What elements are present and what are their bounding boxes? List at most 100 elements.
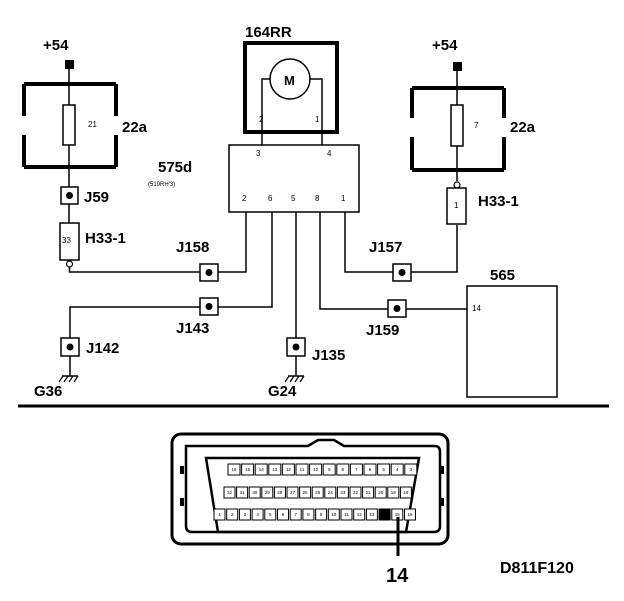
connector-pin-cell (273, 486, 286, 499)
splice-j157: J157 (369, 239, 412, 282)
ecu-pin-3: 3 (256, 149, 261, 158)
connector-pin-number: 27 (290, 490, 296, 495)
j159-label: J159 (366, 322, 399, 339)
connector-pin-cell (390, 463, 404, 476)
connector-pin-cell (236, 486, 249, 499)
connector-pin-number: 28 (277, 490, 283, 495)
connector-pin-cell (251, 508, 264, 521)
connector-pin-cell (378, 508, 391, 521)
j142-label: J142 (86, 340, 119, 357)
connector-pin-cell (264, 508, 277, 521)
connector-pin-number: 15 (395, 512, 401, 517)
connector-pin-number: 7 (355, 467, 358, 472)
module-565: 565 14 (466, 267, 558, 398)
connector-pin-number: 5 (382, 467, 385, 472)
module-565-label: 565 (490, 267, 515, 284)
connector-pin-cell (387, 486, 400, 499)
connector-pin-cell (238, 508, 251, 521)
connector-pin-number: 8 (307, 512, 310, 517)
connector-pin-number: 29 (265, 490, 271, 495)
connector-pin-cell (365, 508, 378, 521)
ecu-pin-bottom-1: 2 (242, 194, 247, 203)
connector-pin-cell (289, 508, 302, 521)
connector-pin-number: 6 (369, 467, 372, 472)
g24-label: G24 (268, 383, 297, 400)
connector-pin-number: 20 (378, 490, 384, 495)
splice-j159: J159 (366, 299, 407, 339)
connector-pin-number: 16 (407, 512, 413, 517)
connector-pin-cell (363, 463, 377, 476)
ecu-label: 575d (158, 159, 192, 176)
connector-pin-number: 9 (320, 512, 323, 517)
connector-pin-number: 14 (259, 467, 265, 472)
connector-pin-cell (336, 463, 350, 476)
connector-pin-number: 10 (313, 467, 319, 472)
connector-pin-number: 5 (269, 512, 272, 517)
connector-pin-cell (315, 508, 328, 521)
power-terminal-left (65, 60, 74, 69)
connector-pin-cell (377, 463, 391, 476)
connector-pin-number: 10 (331, 512, 337, 517)
connector-pin-number: 12 (286, 467, 292, 472)
connector-pin-number: 19 (391, 490, 397, 495)
connector-pin-cell (404, 508, 416, 521)
fuse-box-right: 7 22a (410, 86, 536, 172)
connector-pin-number: 4 (396, 467, 399, 472)
splice-j142: J142 (60, 337, 119, 357)
motor-pin-right: 1 (315, 115, 320, 124)
splice-j158: J158 (176, 239, 219, 282)
connector-pin-cell (374, 486, 387, 499)
connector-pin-cell (295, 463, 309, 476)
ecu-575d: 575d (519RH'3) 3 4 2 6 5 8 1 (148, 144, 360, 213)
connector-face (204, 456, 421, 534)
connector-pin-cell (254, 463, 268, 476)
motor-unit-label: 164RR (245, 24, 292, 41)
connector-pin-cell (286, 486, 299, 499)
connector-pin-cell (302, 508, 315, 521)
fuse-left-name: 22a (122, 119, 148, 136)
motor-unit-164rr: 164RR M 2 1 (243, 24, 339, 150)
connector-pin-number: 12 (357, 512, 363, 517)
ecu-pin-4: 4 (327, 149, 332, 158)
connector-pin-cell (281, 463, 295, 476)
connector-pin-cell (261, 486, 274, 499)
connector-pin-cell (336, 486, 349, 499)
connector-pin-number: 23 (340, 490, 346, 495)
connector-pin-cell (311, 486, 324, 499)
h33-right-pin: 1 (454, 201, 459, 210)
plus54-right-label: +54 (432, 37, 458, 54)
right-fuse-branch: +54 7 22a 1 H33-1 (410, 37, 536, 225)
connector-pin-number: 13 (272, 467, 278, 472)
j157-label: J157 (369, 239, 402, 256)
connector-pin-number: 7 (294, 512, 297, 517)
j59-label: J59 (84, 189, 109, 206)
connector-pin-cell (327, 508, 340, 521)
connector-pin-cell (268, 463, 282, 476)
connector-pin-cell (362, 486, 375, 499)
connector-pin-number: 15 (245, 467, 251, 472)
connector-pin-cell (340, 508, 353, 521)
connector-pin-number: 9 (328, 467, 331, 472)
diagram-code: D811F120 (500, 560, 574, 577)
plus54-left-label: +54 (43, 37, 69, 54)
fuse-element-right (450, 104, 464, 147)
fuse-box-left: 21 22a (22, 82, 148, 169)
connector-pin-number: 3 (410, 467, 413, 472)
ecu-pin-bottom-4: 8 (315, 194, 320, 203)
h33-right-label: H33-1 (478, 193, 519, 210)
connector-pin-cell (299, 486, 312, 499)
ecu-sublabel: (519RH'3) (148, 182, 175, 188)
connector-pin-number: 11 (344, 512, 349, 517)
connector-pin-number: 16 (231, 467, 237, 472)
fuse-element-left (62, 104, 76, 146)
ecu-wires (218, 212, 393, 338)
connector-pin-number: 13 (369, 512, 375, 517)
connector-pin-cell (227, 463, 241, 476)
ecu-pin-bottom-2: 6 (268, 194, 273, 203)
connector-pin-number: 30 (252, 490, 258, 495)
connector-pin-number: 31 (240, 490, 246, 495)
